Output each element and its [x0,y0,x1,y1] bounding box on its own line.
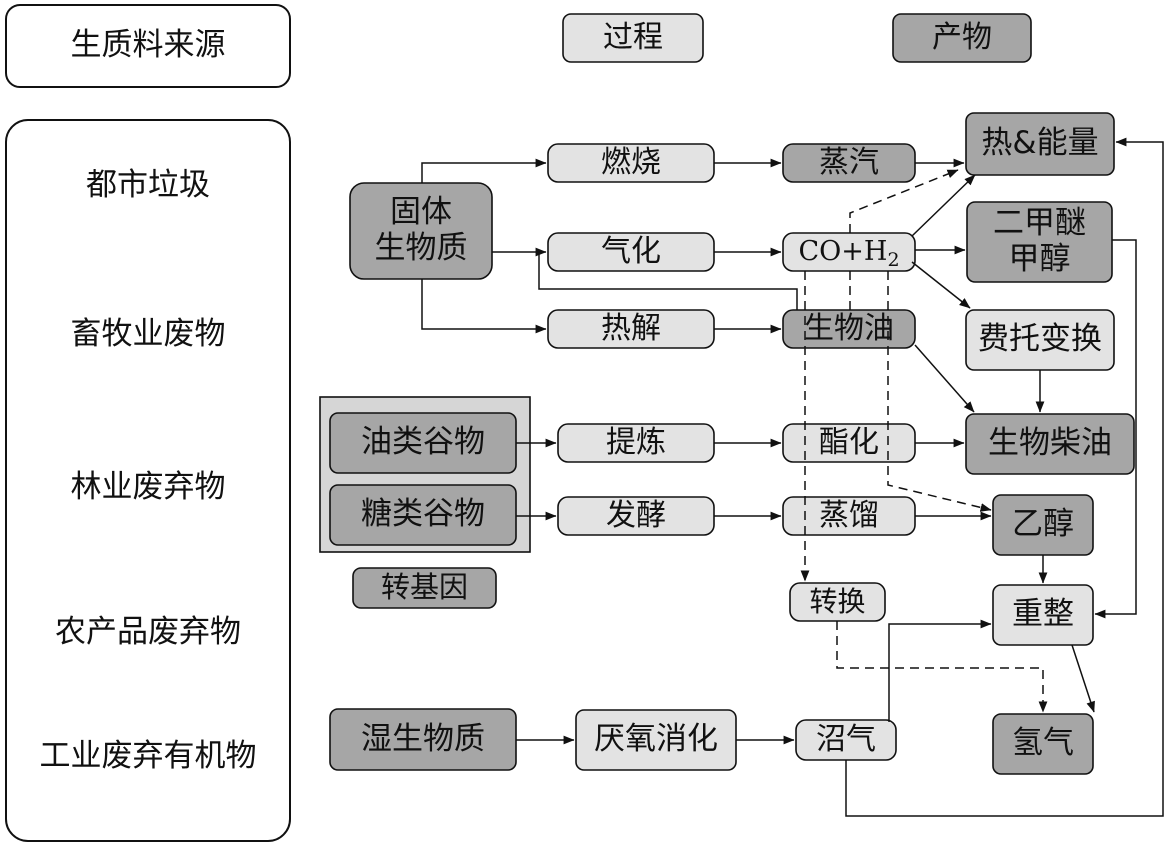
distillation-label: 蒸馏 [819,497,879,533]
pyrolysis-label: 热解 [601,310,661,346]
arrow-dme-to-reforming [1094,239,1137,619]
oil-crops-label: 油类谷物 [361,424,485,461]
hydrogen-box [992,713,1094,775]
hydrogen-label: 氢气 [1012,725,1074,762]
heat-energy-box [965,112,1115,176]
source-livestock-waste: 畜牧业废物 [70,316,226,353]
arrow-syngas-to-heat [911,174,976,237]
biodiesel-label: 生物柴油 [988,425,1112,462]
legend-product-box [892,13,1032,63]
steam-label: 蒸汽 [819,144,879,180]
legend-process-box [562,13,704,63]
arrow-solid-to-combustion [421,158,547,183]
line-solid-loop [538,252,798,310]
solid-biomass-label: 固体 生物质 [350,183,492,279]
arrow-solid-to-pyrolysis [421,279,547,334]
source-municipal-waste: 都市垃圾 [86,167,210,204]
solid-biomass-line2: 生物质 [374,230,468,266]
refining-label: 提炼 [606,424,666,460]
methanol-label: 甲醇 [1008,241,1071,277]
heat-energy-label: 热&能量 [981,125,1099,162]
transgenic-box [352,567,497,609]
sugar-crops-label: 糖类谷物 [361,496,485,533]
gasification-label: 气化 [601,233,661,269]
source-header: 生质料来源 [70,27,226,64]
fermentation-label: 发酵 [606,497,666,533]
biogas-label: 沼气 [816,721,876,757]
conversion-label: 转换 [809,584,866,618]
dme-label: 二甲醚 [993,205,1086,242]
reforming-box [992,584,1094,646]
syngas-box [782,232,916,272]
dashed-syngas-to-heat [849,169,959,233]
bio-oil-label: 生物油 [804,310,894,346]
reforming-label: 重整 [1012,596,1074,633]
solid-biomass-box [349,182,493,280]
ethanol-label: 乙醇 [1012,506,1074,543]
legend-process-label: 过程 [603,19,663,55]
source-agricultural-waste: 农产品废弃物 [55,614,241,651]
syngas-subscript: 2 [887,249,900,272]
dashed-to-ethanol [887,271,992,512]
arrow-reforming-to-hydrogen [1071,644,1095,713]
syngas-main-text: CO+H [798,236,888,268]
dme-methanol-box [966,201,1113,283]
esterification-label: 酯化 [819,424,879,460]
sugar-crops-box [329,484,517,546]
source-list-box [5,119,291,842]
source-header-box [5,4,291,88]
fischer-tropsch-label: 费托变换 [978,321,1102,358]
combustion-label: 燃烧 [601,144,661,180]
wet-biomass-label: 湿生物质 [361,720,485,757]
source-forestry-waste: 林业废弃物 [70,469,226,506]
dme-methanol-label: 二甲醚 甲醇 [967,202,1112,282]
bio-oil-box [782,309,916,349]
arrow-biogas-to-reforming [888,619,992,722]
dashed-conversion-to-hydrogen [836,621,1048,713]
arrow-biooil-to-biodiesel [914,344,975,413]
source-industrial-organic-waste: 工业废弃有机物 [39,738,257,775]
anaerobic-digestion-label: 厌氧消化 [594,721,718,758]
arrow-syngas-to-ft [911,261,971,309]
legend-product-label: 产物 [932,19,992,55]
solid-biomass-line1: 固体 [390,194,452,231]
transgenic-label: 转基因 [380,570,468,605]
arrow-biogas-to-heat [845,137,1164,817]
biodiesel-box [965,413,1135,475]
